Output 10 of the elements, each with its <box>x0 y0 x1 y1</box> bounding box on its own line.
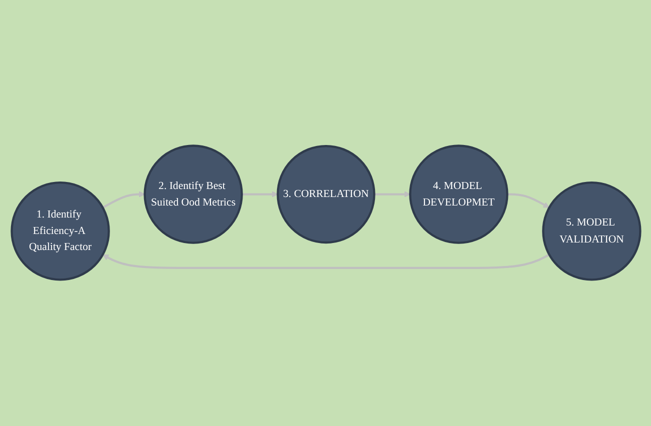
arrow <box>102 191 145 209</box>
node-circle: 5. MODEL VALIDATION <box>542 182 641 282</box>
arrow <box>241 191 278 198</box>
arrow <box>374 191 410 198</box>
node-circle: 1. Identify Eficiency-A Quality Factor <box>10 182 110 282</box>
node-circle: 3. CORRELATION <box>276 145 375 244</box>
node-circle: 2. Identify Best Suited Ood Metrics <box>143 144 242 244</box>
arrow <box>506 194 550 208</box>
node-circle: 4. MODEL DEVELOPMET <box>408 144 508 244</box>
arrow <box>102 254 550 270</box>
